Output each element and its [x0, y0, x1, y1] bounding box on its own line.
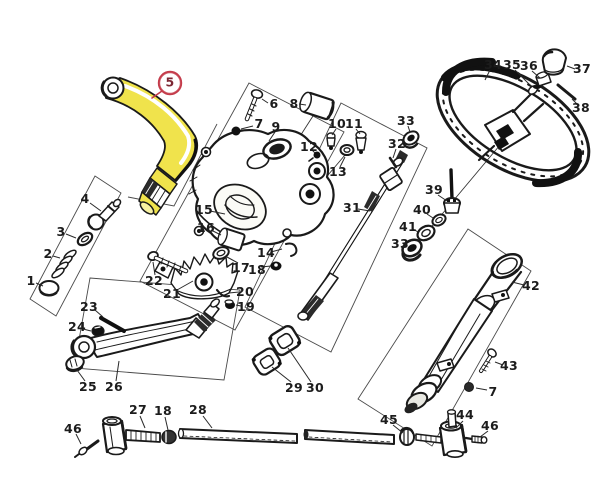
steering-box-housing: [188, 89, 367, 246]
highlight-ring: [157, 70, 183, 96]
wheel-nut-and-cap: [527, 48, 577, 101]
column-bearing-stack: [401, 168, 461, 262]
steering-arm-lower: [65, 298, 220, 373]
tie-rod-assembly: [74, 409, 488, 458]
steering-wheel: [435, 57, 591, 188]
steering-shaft: [297, 130, 420, 321]
sector-gear-and-small-parts: [147, 227, 298, 309]
shaft-clamps: [251, 325, 302, 376]
shaft-cap-spring-set: [38, 198, 122, 297]
leader-lines: [35, 65, 578, 445]
lower-steering-column: [404, 252, 523, 414]
drop-arm-highlighted: [100, 76, 199, 216]
